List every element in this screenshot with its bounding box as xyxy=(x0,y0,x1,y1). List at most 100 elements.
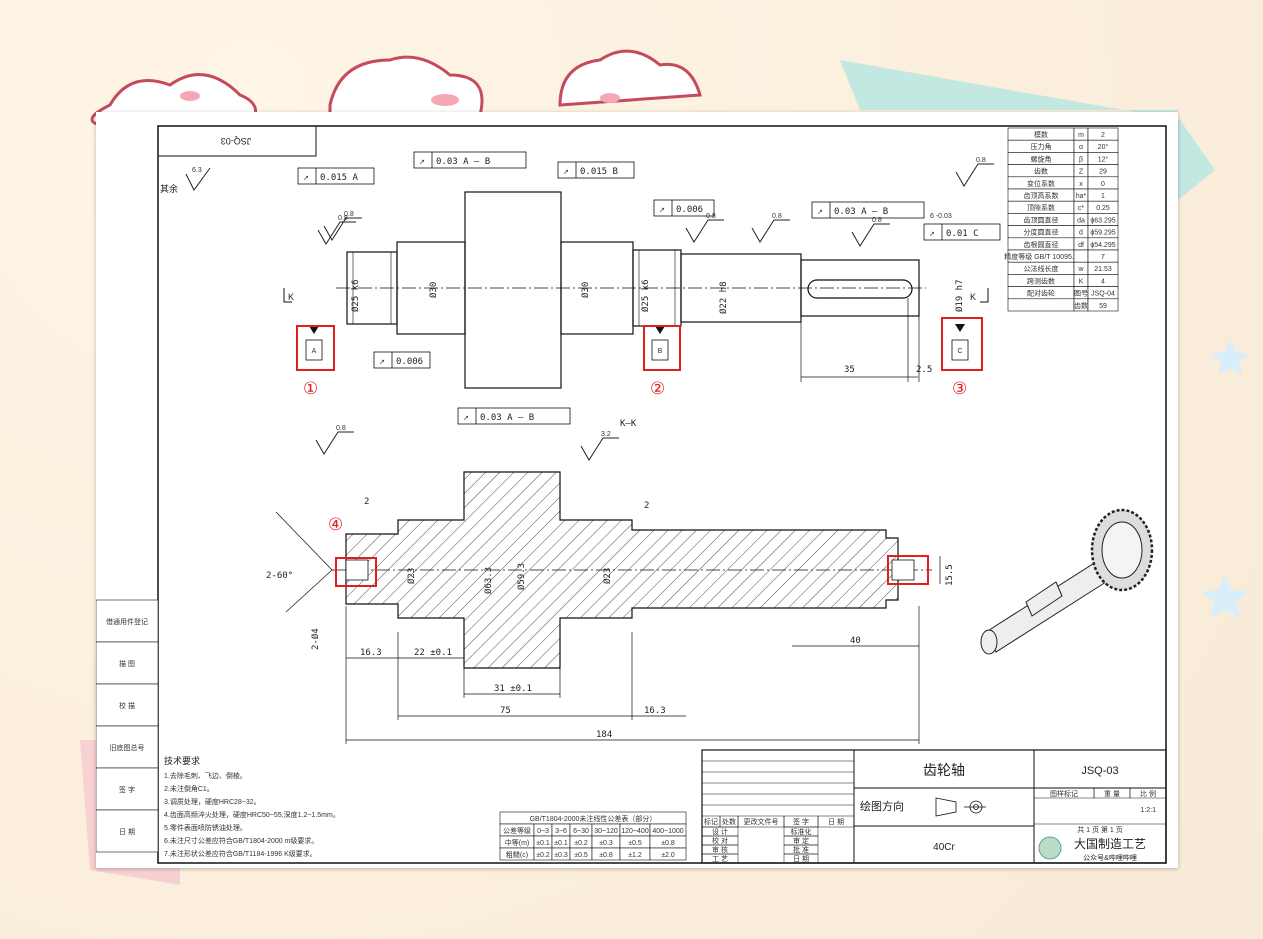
svg-text:公差等级: 公差等级 xyxy=(503,826,531,835)
tolerance-frame: ↗0.006 xyxy=(373,351,431,369)
svg-text:齿数: 齿数 xyxy=(1034,167,1048,176)
svg-text:±0.1: ±0.1 xyxy=(536,840,550,847)
svg-text:30~120: 30~120 xyxy=(594,828,618,835)
frame-symbol: ↗ xyxy=(303,175,309,182)
svg-text:审 定: 审 定 xyxy=(793,836,809,845)
svg-text:29: 29 xyxy=(1099,169,1107,176)
svg-text:C: C xyxy=(957,348,962,355)
part-name: 齿轮轴 xyxy=(923,762,965,778)
frame-text: 0.006 xyxy=(676,205,703,215)
frame-symbol: ↗ xyxy=(563,169,569,176)
dim-hole: 2-Ø4 xyxy=(310,628,321,650)
part-number: JSQ-03 xyxy=(1081,765,1118,777)
roughness-mark: 0.8 xyxy=(323,211,362,241)
svg-text:7: 7 xyxy=(1101,254,1105,261)
svg-text:±0.3: ±0.3 xyxy=(599,840,613,847)
svg-text:4: 4 xyxy=(1101,278,1105,285)
svg-text:d: d xyxy=(1079,230,1083,237)
frame-text: 0.015 B xyxy=(580,167,618,177)
dim-15-5: 15.5 xyxy=(945,564,955,586)
dim-dia-59: Ø59.3 xyxy=(516,563,527,590)
frame-symbol: ↗ xyxy=(419,159,425,166)
svg-text:±0.5: ±0.5 xyxy=(628,840,642,847)
svg-text:±0.8: ±0.8 xyxy=(599,852,613,859)
svg-text:齿顶高系数: 齿顶高系数 xyxy=(1024,191,1059,200)
marker-4: ④ xyxy=(328,515,343,534)
stamp-cell: 校 描 xyxy=(95,683,159,727)
svg-text:0.8: 0.8 xyxy=(338,215,348,222)
highlight-box xyxy=(296,325,335,371)
roughness-mark: 0.8 xyxy=(751,213,790,243)
dim-dia-6: Ø19 h7 xyxy=(954,279,965,312)
svg-text:0.8: 0.8 xyxy=(772,213,782,220)
svg-text:0.8: 0.8 xyxy=(706,213,716,220)
tolerance-frame: ↗0.03 A — B xyxy=(457,407,571,425)
svg-text:重 量: 重 量 xyxy=(1104,790,1120,798)
tech-req-item: 1.去除毛刺、飞边、倒棱。 xyxy=(164,771,247,780)
svg-text:ϕ54.295: ϕ54.295 xyxy=(1090,242,1115,249)
tech-req-item: 3.调质处理，硬度HRC28~32。 xyxy=(164,797,261,806)
stamp-cell: 签 字 xyxy=(95,767,159,811)
svg-text:120~400: 120~400 xyxy=(621,828,649,835)
svg-text:校 描: 校 描 xyxy=(119,701,135,710)
frame-symbol: ↗ xyxy=(659,207,665,214)
svg-text:齿根圆直径: 齿根圆直径 xyxy=(1024,240,1059,249)
svg-text:齿顶圆直径: 齿顶圆直径 xyxy=(1024,215,1059,224)
roughness-rest-label: 其余 xyxy=(160,183,178,194)
svg-text:3.2: 3.2 xyxy=(601,431,611,438)
dim-dia-23-right: Ø23 xyxy=(602,568,613,584)
tolerance-frame: ↗0.03 A — B xyxy=(413,151,527,169)
highlight-box xyxy=(941,317,983,371)
tech-req-item: 4.齿面高频淬火处理，硬度HRC50~55,深度1.2~1.5mm。 xyxy=(164,810,340,819)
star-decor xyxy=(1202,340,1249,618)
dim-dia-4: Ø25 k6 xyxy=(640,279,651,312)
dim-dia-5: Ø22 h8 xyxy=(718,281,729,314)
svg-text:±0.5: ±0.5 xyxy=(574,852,588,859)
svg-text:日 期: 日 期 xyxy=(828,818,844,826)
svg-text:w: w xyxy=(1077,266,1084,273)
svg-text:0.8: 0.8 xyxy=(344,211,354,218)
material: 40Cr xyxy=(933,842,955,853)
company-subtitle: 公众号&哔哩哔哩 xyxy=(1083,853,1137,862)
drawing-number-box xyxy=(157,125,317,157)
svg-text:0.8: 0.8 xyxy=(336,425,346,432)
section-k-right: K xyxy=(970,292,976,302)
shaft-front-view xyxy=(336,191,926,389)
svg-text:±0.3: ±0.3 xyxy=(554,852,568,859)
svg-text:12°: 12° xyxy=(1098,155,1109,163)
svg-text:比 例: 比 例 xyxy=(1140,789,1156,798)
svg-text:±1.2: ±1.2 xyxy=(628,852,642,859)
drawing-sheet: JSQ-03 其余 6.3 K K Ø25 k6 Ø30 Ø30 Ø25 k6 … xyxy=(95,112,1178,868)
dim-16-3-left: 16.3 xyxy=(360,648,382,658)
svg-text:图号: 图号 xyxy=(1074,290,1088,298)
svg-text:0~3: 0~3 xyxy=(537,828,549,835)
roughness-rest-symbol xyxy=(185,167,211,191)
gear-3d-illustration xyxy=(980,508,1154,655)
frame-symbol: ↗ xyxy=(379,359,385,366)
svg-text:3~6: 3~6 xyxy=(555,828,567,835)
scale: 1:2:1 xyxy=(1140,807,1156,814)
frame-text: 0.01 C xyxy=(946,229,979,239)
svg-text:ha*: ha* xyxy=(1076,193,1087,200)
svg-text:日 期: 日 期 xyxy=(119,828,135,836)
tolerance-frame: ↗ 0.006 xyxy=(653,199,715,217)
svg-text:描 图: 描 图 xyxy=(119,659,135,668)
svg-text:批 准: 批 准 xyxy=(793,845,809,854)
svg-text:c*: c* xyxy=(1078,205,1085,212)
svg-text:±0.1: ±0.1 xyxy=(554,840,568,847)
tolerance-frame: ↗0.015 A xyxy=(297,167,375,185)
frame-symbol: ↗ xyxy=(817,209,823,216)
roughness-rest-value: 6.3 xyxy=(192,167,202,174)
teal-paper-shape xyxy=(840,60,1215,200)
svg-text:ϕ63.295: ϕ63.295 xyxy=(1090,217,1115,224)
roughness-mark: 0.8 xyxy=(317,215,356,245)
